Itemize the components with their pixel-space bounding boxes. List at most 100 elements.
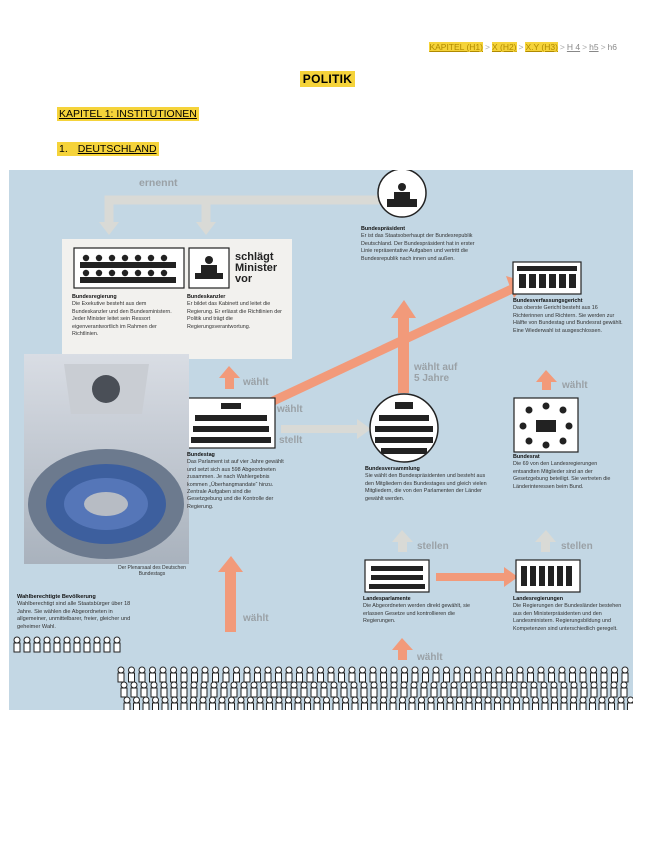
bundesrat-title: Bundesrat (513, 454, 540, 460)
stellen-label-2: stellen (561, 541, 593, 552)
page-title-text: POLITIK (299, 71, 356, 87)
bundesrat-description: Die 69 von den Landesregierungen entsand… (513, 461, 611, 490)
waehlt-bvg-arrow (269, 283, 516, 407)
landesregierungen-description: Die Regierungen der Bundesländer bestehe… (513, 603, 622, 632)
population-crowd-icon (13, 636, 633, 710)
stellen-label-1: stellen (417, 541, 449, 552)
bundeskanzler-title: Bundeskanzler (187, 294, 226, 300)
waehlt-volk-arrow (225, 570, 236, 632)
bundespraesident-desk-icon (387, 199, 417, 207)
stellen-arrow-1-head (392, 530, 413, 542)
waehlt-br-arrow (542, 380, 551, 390)
bundeskanzler-icon (188, 247, 230, 289)
landesparl-arrow (436, 573, 506, 581)
breadcrumb-item-h2[interactable]: X (H2) (491, 42, 517, 52)
ernennt-label: ernennt (139, 177, 178, 189)
stellen-arrow-2-head (535, 530, 556, 542)
waehlt-bundesrat-label: wählt (562, 380, 588, 391)
bundesverfassungsgericht-icon (512, 261, 582, 295)
breadcrumb: KAPITEL (H1)>X (H2)>X.Y (H3)>H 4>h5>h6 (429, 42, 617, 52)
breadcrumb-item-h5[interactable]: h5 (589, 42, 599, 52)
landesregierungen-title: Landesregierungen (513, 596, 564, 602)
ernennt-arrow-head (99, 222, 119, 235)
bundesversammlung-icon (369, 393, 439, 463)
diagram-arrows (13, 170, 633, 710)
stellt-label: stellt (279, 435, 303, 446)
bundesrat-icon (513, 397, 579, 453)
waehlt-bt-arrow (225, 375, 234, 389)
bevoelkerung-title: Wahlberechtigte Bevölkerung (17, 594, 96, 600)
page-title: POLITIK (0, 70, 655, 88)
landesparlamente-description: Die Abgeordneten werden direkt gewählt, … (363, 603, 470, 625)
breadcrumb-separator: > (582, 42, 588, 52)
ernennt-arrow (104, 195, 381, 225)
waehlt-lp-arrow-head (392, 638, 413, 650)
breadcrumb-separator: > (600, 42, 606, 52)
stellt-arrow (281, 425, 359, 433)
breadcrumb-item-h1[interactable]: KAPITEL (H1) (429, 42, 483, 52)
waehlt-lp-arrow (398, 648, 407, 660)
breadcrumb-separator: > (518, 42, 524, 52)
waehlt-br-arrow-head (536, 370, 557, 382)
breadcrumb-separator: > (484, 42, 490, 52)
waehlt-5-label-line-2: 5 Jahre (414, 373, 450, 384)
breadcrumb-item-h6[interactable]: h6 (607, 42, 617, 52)
bundesregierung-icon (73, 247, 185, 289)
bevoelkerung-description: Wahlberechtigt sind alle Staatsbürger üb… (17, 601, 131, 630)
landesregierungen-icon (515, 559, 581, 593)
chapter-heading: KAPITEL 1: INSTITUTIONEN (57, 107, 199, 121)
bundesverfassungsgericht-description: Das oberste Gericht besteht aus 16 Richt… (513, 305, 623, 334)
stellt-arrow-head (357, 419, 371, 439)
schlaegt-label-line-2: Minister (235, 262, 278, 274)
plenarsaal-photo (24, 354, 189, 564)
schlaegt-label-line-1: schlägt (235, 251, 274, 263)
breadcrumb-item-h4[interactable]: H 4 (566, 42, 581, 52)
bundesregierung-description: Die Exekutive besteht aus dem Bundeskanz… (72, 301, 172, 338)
ernennt-arrow-head-2 (196, 222, 216, 235)
bundesversammlung-title: Bundesversammlung (365, 466, 420, 472)
bundesverfassungsgericht-title: Bundesverfassungsgericht (513, 298, 583, 304)
breadcrumb-item-h3[interactable]: X.Y (H3) (525, 42, 558, 52)
bundestag-icon (186, 397, 276, 449)
waehlt-5-arrow (398, 315, 409, 393)
breadcrumb-separator: > (559, 42, 565, 52)
landesparlamente-title: Landesparlamente (363, 596, 411, 602)
landesparl-arrow-head (504, 567, 518, 587)
waehlt-bundestag-label: wählt (243, 377, 269, 388)
waehlt-bt-arrow-head (219, 366, 240, 378)
waehlt-volk-label: wählt (243, 613, 269, 624)
bundespraesident-body-icon (394, 192, 410, 200)
waehlt-bvg-label: wählt (277, 404, 303, 415)
schlaegt-label-line-3: vor (235, 273, 253, 285)
waehlt-5-arrow-head (391, 300, 416, 318)
stellen-arrow-2 (541, 540, 550, 552)
section-label: DEUTSCHLAND (77, 143, 157, 155)
stellen-arrow-1 (398, 540, 407, 552)
bundespraesident-title: Bundespräsident (361, 226, 406, 232)
bundespraesident-head-icon (398, 183, 406, 191)
waehlt-5-label-line-1: wählt auf (414, 362, 458, 373)
section-heading: 1. DEUTSCHLAND (57, 142, 159, 156)
photo-caption: Der Plenarsaal des Deutschen Bundestags (118, 565, 186, 577)
section-number: 1. (59, 143, 68, 155)
bundespraesident-description: Er ist das Staatsoberhaupt der Bundesrep… (361, 233, 475, 262)
bundestag-description: Das Parlament ist auf vier Jahre gewählt… (187, 459, 284, 510)
bundeskanzler-description: Er bildet das Kabinett und leitet die Re… (187, 301, 282, 330)
landesparlamente-icon (364, 559, 430, 593)
bundesversammlung-description: Sie wählt den Bundespräsidenten und best… (365, 473, 487, 502)
waehlt-landesparlamente-label: wählt (417, 652, 443, 663)
bundestag-title: Bundestag (187, 452, 215, 458)
